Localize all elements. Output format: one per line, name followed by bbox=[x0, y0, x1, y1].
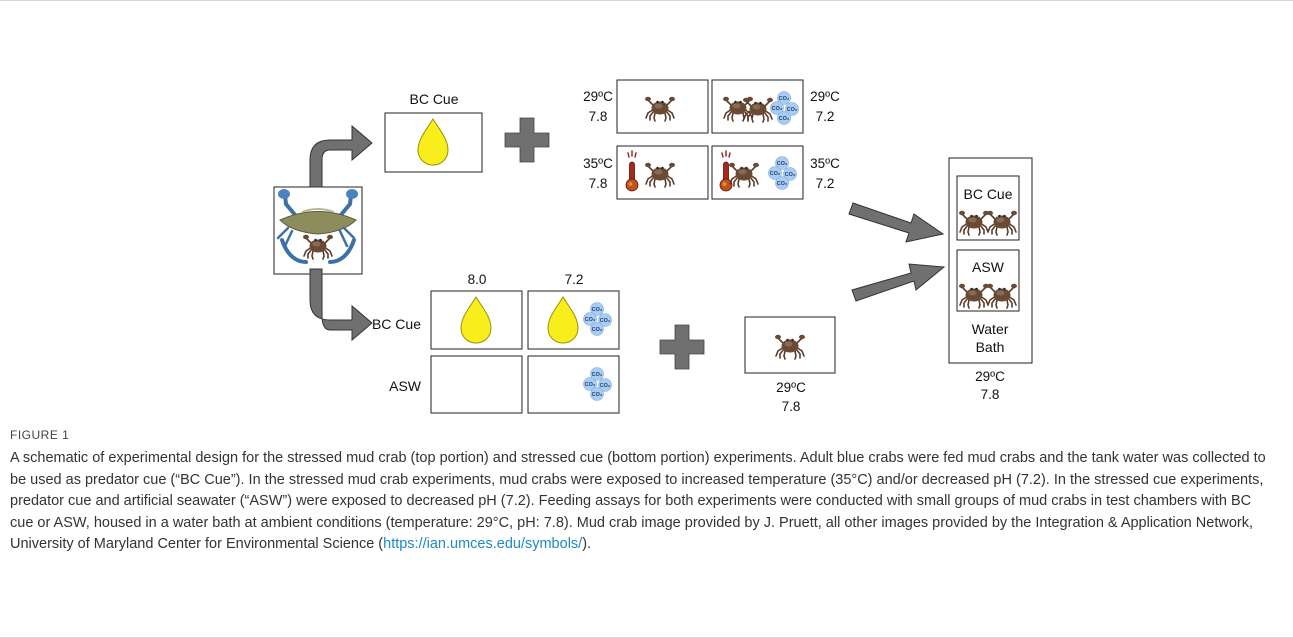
bottom-col-72-label: 7.2 bbox=[565, 272, 584, 287]
cond-29-78-temp: 29ºC bbox=[583, 89, 613, 104]
bath-asw-chamber bbox=[956, 249, 1020, 312]
caption-tail: ). bbox=[582, 536, 592, 552]
plus-icon bbox=[504, 117, 550, 163]
experimental-design-schematic: CO₂ BC Cue bbox=[273, 79, 1033, 414]
cond-35-78-temp: 35ºC bbox=[583, 156, 613, 171]
arrows-to-water-bath bbox=[848, 202, 946, 302]
bottom-crab-temp: 29ºC bbox=[776, 380, 806, 395]
cond-29-72-ph: 7.2 bbox=[816, 109, 835, 124]
figure-label: FIGURE 1 bbox=[10, 428, 70, 442]
bath-asw-label: ASW bbox=[972, 259, 1005, 275]
asw-80-box bbox=[430, 355, 523, 414]
cond-35-72-ph: 7.2 bbox=[816, 176, 835, 191]
cond-29-72-temp: 29ºC bbox=[810, 89, 840, 104]
bath-bc-cue-chamber bbox=[956, 175, 1020, 241]
water-bath-ph: 7.8 bbox=[981, 387, 1000, 402]
bottom-row-bc-cue-label: BC Cue bbox=[372, 316, 421, 332]
bottom-col-80-label: 8.0 bbox=[468, 272, 487, 287]
bath-bc-cue-label: BC Cue bbox=[963, 186, 1012, 202]
top-bc-cue-label: BC Cue bbox=[409, 91, 458, 107]
caption-text: A schematic of experimental design for t… bbox=[10, 450, 1266, 552]
cond-35-78-ph: 7.8 bbox=[589, 176, 608, 191]
water-bath-temp: 29ºC bbox=[975, 369, 1005, 384]
branch-arrows bbox=[309, 124, 373, 342]
blue-crab-eating-mud-crab-image bbox=[276, 189, 358, 264]
water-bath-label-line2: Bath bbox=[976, 339, 1005, 355]
figure-caption: A schematic of experimental design for t… bbox=[10, 448, 1272, 556]
water-bath-label-line1: Water bbox=[972, 321, 1009, 337]
cond-29-78-ph: 7.8 bbox=[589, 109, 608, 124]
bottom-crab-ph: 7.8 bbox=[782, 399, 801, 414]
symbols-link[interactable]: https://ian.umces.edu/symbols/ bbox=[383, 536, 583, 552]
plus-icon bbox=[659, 324, 705, 370]
bottom-row-asw-label: ASW bbox=[389, 378, 422, 394]
cond-35-72-temp: 35ºC bbox=[810, 156, 840, 171]
